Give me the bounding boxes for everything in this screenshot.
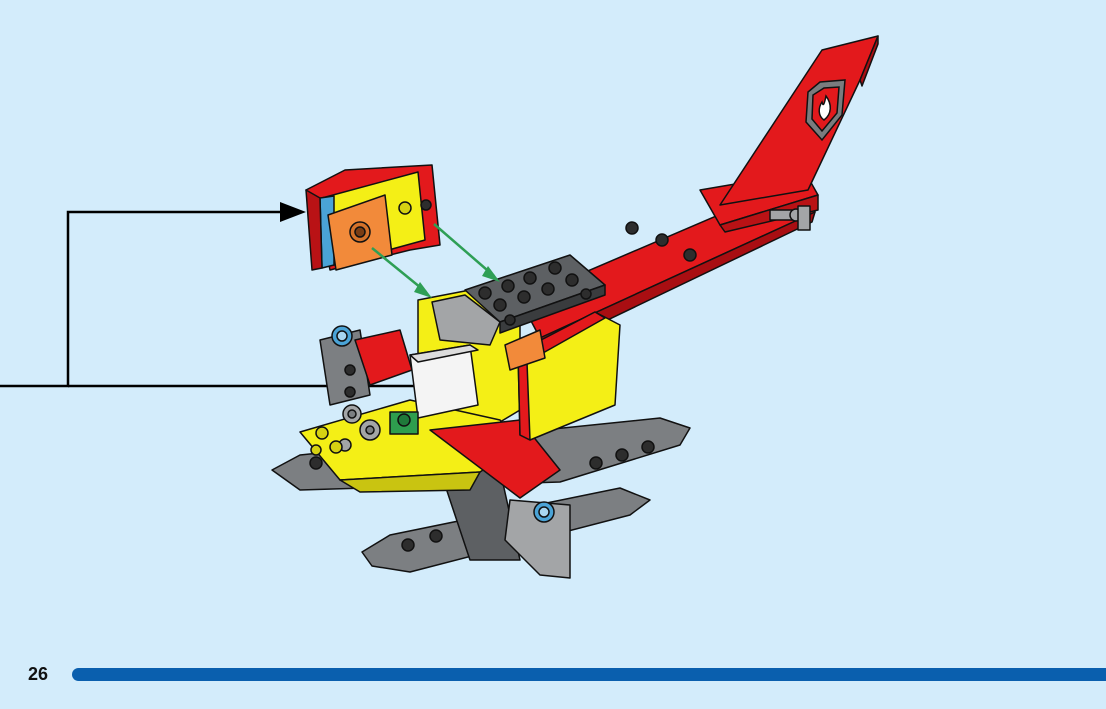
fire-emblem-icon (805, 79, 846, 142)
page-number: 26 (28, 664, 49, 684)
callout-arrow-icon (280, 202, 306, 222)
callout-line-upper (0, 210, 300, 388)
black-top-plate (431, 254, 606, 346)
new-part-assembly (305, 164, 441, 271)
guide-arrowhead-icon (482, 266, 500, 282)
door-panel (504, 311, 621, 441)
side-assembly (319, 325, 413, 406)
guide-arrowhead-icon (414, 282, 432, 298)
placement-guide-arrows (371, 223, 495, 293)
page-progress-bar (72, 668, 1106, 681)
